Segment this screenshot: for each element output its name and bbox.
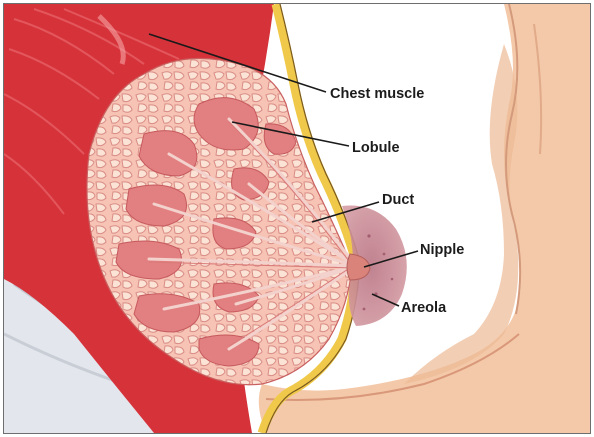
breast-anatomy-diagram: Chest muscle Lobule Duct Nipple Areola — [4, 4, 590, 433]
label-chest-muscle: Chest muscle — [330, 86, 424, 102]
label-areola: Areola — [401, 300, 447, 316]
label-duct: Duct — [382, 192, 414, 208]
label-nipple: Nipple — [420, 242, 464, 258]
diagram-frame: Chest muscle Lobule Duct Nipple Areola — [3, 3, 591, 434]
label-lobule: Lobule — [352, 140, 400, 156]
